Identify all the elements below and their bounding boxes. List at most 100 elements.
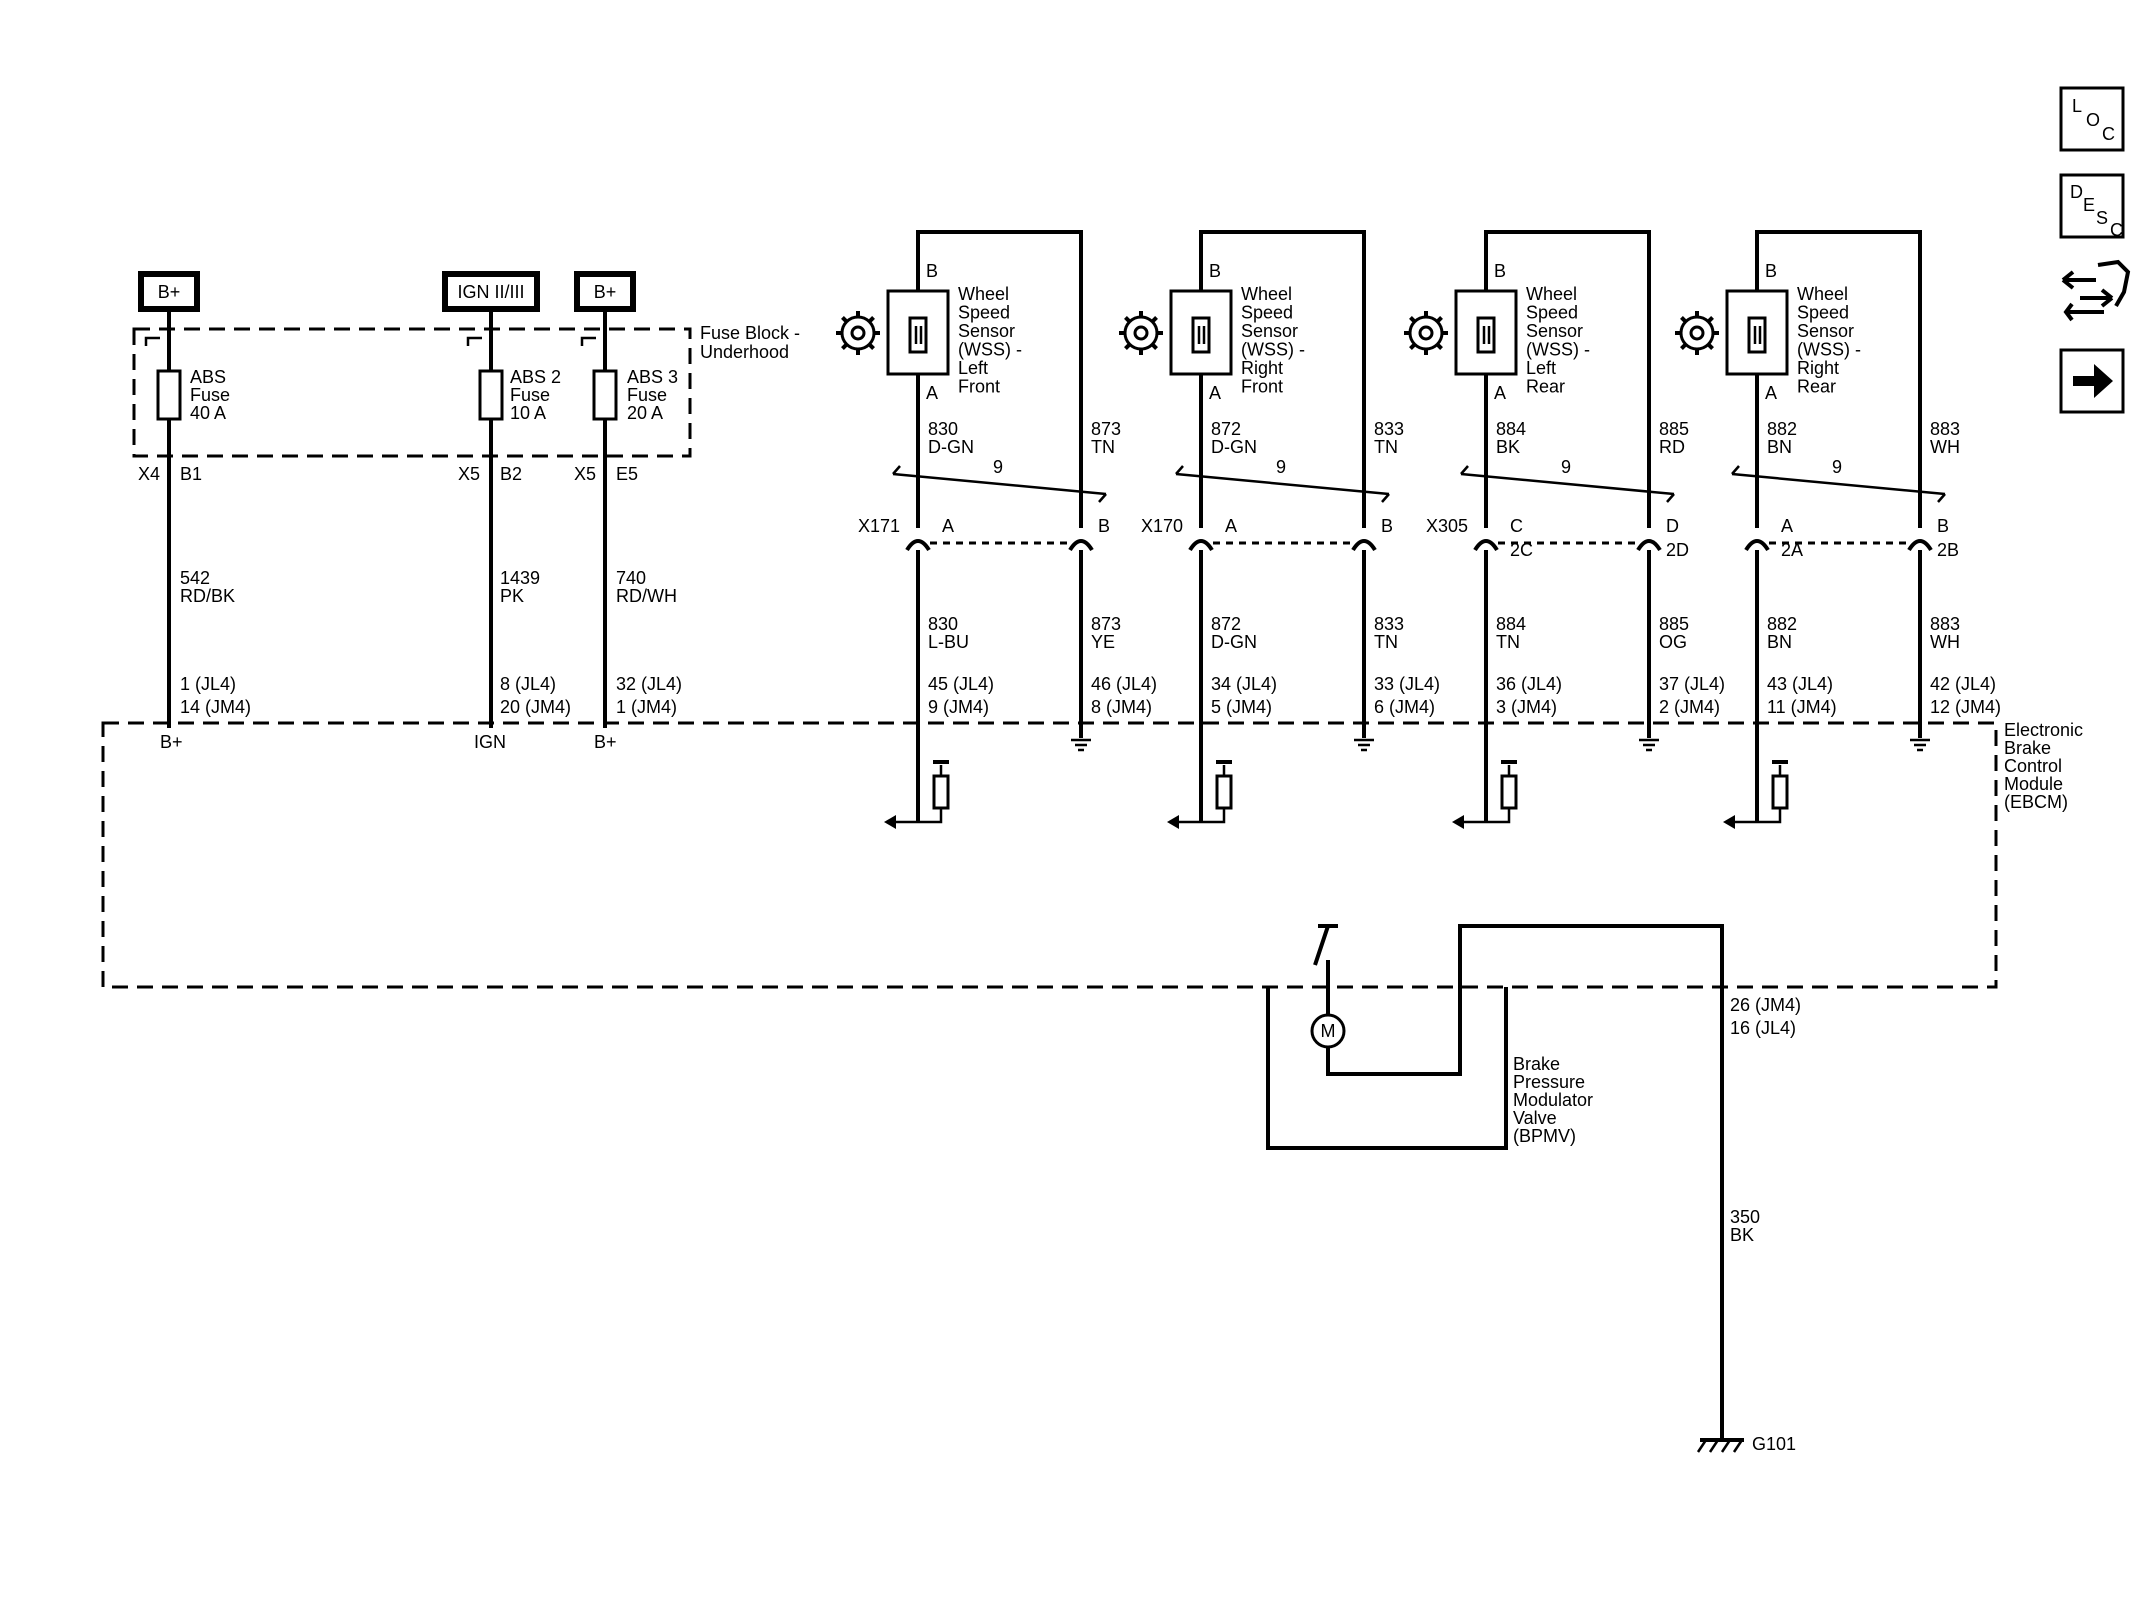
sensor-label: Left	[958, 358, 988, 378]
gear-icon	[1404, 311, 1448, 355]
circuit-number: 885	[1659, 614, 1689, 634]
sensor-body	[1169, 289, 1233, 376]
pin-label: B1	[180, 464, 202, 484]
motor-label: M	[1321, 1021, 1336, 1041]
ebcm-pin: 43 (JL4)	[1767, 674, 1833, 694]
ground-color: BK	[1730, 1225, 1754, 1245]
ebcm-pin: 36 (JL4)	[1496, 674, 1562, 694]
wire-color: YE	[1091, 632, 1115, 652]
sensor-pin: A	[926, 383, 938, 403]
ebcm-pin: 11 (JM4)	[1767, 697, 1837, 717]
ebcm-pin: 3 (JM4)	[1496, 697, 1557, 717]
sensor-label: Wheel	[958, 284, 1009, 304]
ebcm-label: Control	[2004, 756, 2062, 776]
wire-color: BK	[1496, 437, 1520, 457]
circuit-number: 833	[1374, 419, 1404, 439]
ebcm-pin: 8 (JM4)	[1091, 697, 1152, 717]
wire-color: WH	[1930, 632, 1960, 652]
wire-color: D-GN	[1211, 437, 1257, 457]
desc-button[interactable]: D E S C	[2059, 173, 2125, 240]
sensor-pin: A	[1765, 383, 1777, 403]
connector-pin: A	[1781, 516, 1793, 536]
loc-button[interactable]: L O C	[2059, 86, 2125, 152]
ebcm-pin: 9 (JM4)	[928, 697, 989, 717]
wire-color: TN	[1374, 437, 1398, 457]
next-arrow-button[interactable]	[2059, 348, 2125, 414]
sensor-label: Sensor	[1526, 321, 1583, 341]
fuse-name: Fuse	[190, 385, 230, 405]
connector-tool-icon[interactable]	[2061, 259, 2131, 322]
ebcm-pin: 42 (JL4)	[1930, 674, 1996, 694]
chassis-ground-icon	[1071, 738, 1091, 752]
ebcm-pin: 20 (JM4)	[500, 697, 571, 717]
connector-pin: B	[1098, 516, 1110, 536]
circuit-number: 1439	[500, 568, 540, 588]
fuse-name: ABS	[190, 367, 226, 387]
sensor-label: (WSS) -	[1526, 340, 1590, 360]
twist-label: 9	[1561, 457, 1571, 477]
connector-label: X171	[858, 516, 900, 536]
ebcm-outline	[101, 721, 1998, 989]
fuse-block-label: Fuse Block -	[700, 323, 800, 343]
sensor-element	[1191, 316, 1211, 354]
sensor-element	[908, 316, 928, 354]
ground-pin: 16 (JL4)	[1730, 1018, 1796, 1038]
sensor-element	[1476, 316, 1496, 354]
fuse-block-label: Underhood	[700, 342, 789, 362]
connector-label: X5	[458, 464, 480, 484]
gear-icon	[1675, 311, 1719, 355]
sensor-label: (WSS) -	[1241, 340, 1305, 360]
ebcm-pin: 32 (JL4)	[616, 674, 682, 694]
wire-color: WH	[1930, 437, 1960, 457]
wire-color: BN	[1767, 632, 1792, 652]
connector-pin: 2D	[1666, 540, 1689, 560]
wire-color: D-GN	[1211, 632, 1257, 652]
circuit-number: 873	[1091, 419, 1121, 439]
sensor-label: Wheel	[1241, 284, 1292, 304]
arrow-right-icon	[2073, 364, 2113, 398]
desc-s: S	[2096, 208, 2108, 228]
loc-o: O	[2086, 110, 2100, 130]
circuit-number: 883	[1930, 419, 1960, 439]
ebcm-pin: 1 (JM4)	[616, 697, 677, 717]
circuit-number: 882	[1767, 614, 1797, 634]
chassis-ground-icon	[1910, 738, 1930, 752]
circuit-number: 542	[180, 568, 210, 588]
ebcm-pin: 14 (JM4)	[180, 697, 251, 717]
desc-d: D	[2070, 182, 2083, 202]
sensor-label: Right	[1797, 358, 1839, 378]
bpmv-circuit: M	[1266, 924, 1724, 1440]
sensor-label: Left	[1526, 358, 1556, 378]
sensor-label: Speed	[1526, 303, 1578, 323]
sensor-label: Wheel	[1526, 284, 1577, 304]
wire-color: RD	[1659, 437, 1685, 457]
connector-pin: 2C	[1510, 540, 1533, 560]
circuit-number: 833	[1374, 614, 1404, 634]
circuit-number: 885	[1659, 419, 1689, 439]
sensor-label: (WSS) -	[958, 340, 1022, 360]
b-plus-source-2: B+	[574, 271, 636, 312]
wire-color: L-BU	[928, 632, 969, 652]
connector-pin: 2A	[1781, 540, 1803, 560]
circuit-number: 872	[1211, 419, 1241, 439]
bpmv-label: Modulator	[1513, 1090, 1593, 1110]
resistor-icon	[884, 760, 950, 829]
loc-l: L	[2072, 96, 2082, 116]
desc-e: E	[2083, 195, 2095, 215]
ebcm-pin: 34 (JL4)	[1211, 674, 1277, 694]
gear-icon	[836, 311, 880, 355]
connector-pin: B	[1937, 516, 1949, 536]
ebcm-label: Electronic	[2004, 720, 2083, 740]
sensor-pin: B	[1765, 261, 1777, 281]
sensor-label: Rear	[1797, 377, 1836, 397]
ebcm-pin: 6 (JM4)	[1374, 697, 1435, 717]
b-plus-label: B+	[594, 282, 617, 302]
pin-label: B2	[500, 464, 522, 484]
twist-label: 9	[1832, 457, 1842, 477]
sensor-pin: A	[1209, 383, 1221, 403]
circuit-number: 740	[616, 568, 646, 588]
ebcm-label: Module	[2004, 774, 2063, 794]
